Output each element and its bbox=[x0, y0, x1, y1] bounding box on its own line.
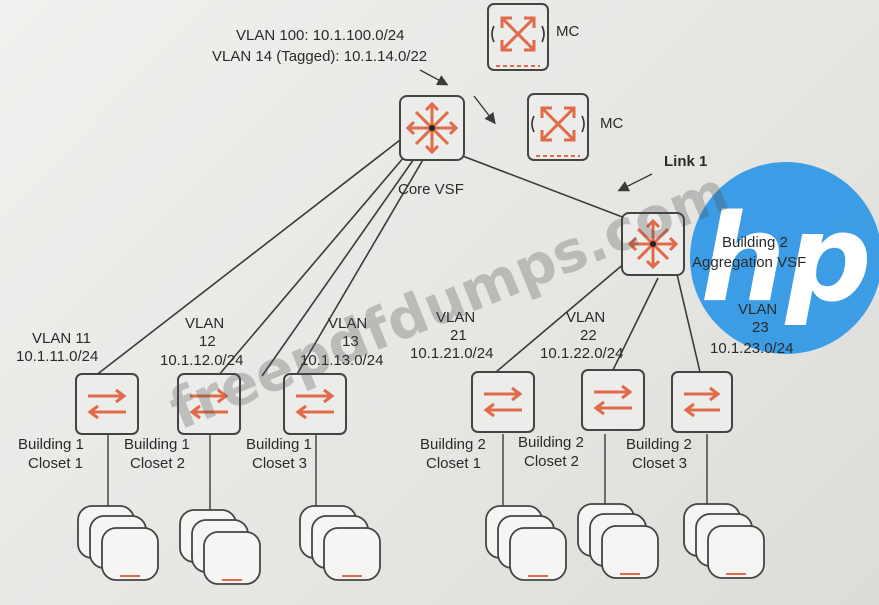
vlan-label-11-line1: VLAN 11 bbox=[32, 330, 91, 347]
ap-stack-b1c3 bbox=[299, 505, 381, 581]
link-core-b1c1 bbox=[94, 139, 401, 377]
aggregation-label-line2: Aggregation VSF bbox=[692, 254, 806, 271]
arrow-link1 bbox=[617, 173, 653, 192]
aggregation-label-line1: Building 2 bbox=[722, 234, 788, 251]
vlan-label-12-line1: VLAN bbox=[185, 315, 224, 332]
closet-label-b2c2-line1: Building 2 bbox=[518, 434, 584, 451]
hp-logo-text: hp bbox=[700, 190, 871, 329]
ap-stack-b2c3 bbox=[683, 503, 765, 579]
aggregation-vsf-router bbox=[621, 212, 685, 276]
switch-b2-closet3 bbox=[671, 371, 733, 433]
vlan-label-11-subnet: 10.1.11.0/24 bbox=[16, 348, 98, 365]
vlan-core-label-2: VLAN 14 (Tagged): 10.1.14.0/22 bbox=[212, 48, 427, 65]
vlan-label-12-subnet: 10.1.12.0/24 bbox=[160, 352, 243, 369]
closet-label-b2c1-line1: Building 2 bbox=[420, 436, 486, 453]
vlan-core-label-1: VLAN 100: 10.1.100.0/24 bbox=[236, 27, 404, 44]
mobility-controller-top bbox=[487, 3, 549, 71]
closet-label-b2c2-line2: Closet 2 bbox=[524, 453, 579, 470]
vlan-label-12-line2: 12 bbox=[199, 333, 216, 350]
hp-logo-icon: hp bbox=[690, 162, 879, 354]
link-core-b1c3a bbox=[261, 155, 417, 377]
vlan-label-23-subnet: 10.1.23.0/24 bbox=[710, 340, 793, 357]
closet-label-b1c3-line2: Closet 3 bbox=[252, 455, 307, 472]
arrow-core-mc bbox=[473, 95, 496, 125]
arrow-vlan-label bbox=[419, 69, 449, 86]
link-agg-b2c3 bbox=[675, 269, 701, 373]
link-agg-b2c1 bbox=[495, 261, 627, 373]
vlan-labels: VLAN 11 10.1.11.0/24 VLAN 12 10.1.12.0/2… bbox=[16, 301, 793, 369]
closet-label-b1c2-line1: Building 1 bbox=[124, 436, 190, 453]
access-point-stacks bbox=[77, 503, 765, 585]
watermark-text: freepdfdumps.com bbox=[161, 160, 737, 443]
core-vsf-router bbox=[399, 95, 465, 161]
vlan-label-22-line1: VLAN bbox=[566, 309, 605, 326]
vlan-label-13-subnet: 10.1.13.0/24 bbox=[300, 352, 383, 369]
ap-stack-b1c1 bbox=[77, 505, 159, 581]
vlan-label-13-line1: VLAN bbox=[328, 315, 367, 332]
switch-b1-closet3 bbox=[283, 373, 347, 435]
vlan-label-23-line2: 23 bbox=[752, 319, 769, 336]
vlan-label-21-line2: 21 bbox=[450, 327, 467, 344]
ap-stack-b2c2 bbox=[577, 503, 659, 579]
vlan-label-21-subnet: 10.1.21.0/24 bbox=[410, 345, 493, 362]
mc-label-top: MC bbox=[556, 23, 579, 40]
switch-b1-closet1 bbox=[75, 373, 139, 435]
closet-label-b1c1-line2: Closet 1 bbox=[28, 455, 83, 472]
closet-labels: Building 1 Closet 1 Building 1 Closet 2 … bbox=[18, 434, 692, 472]
switch-b2-closet2 bbox=[581, 369, 645, 431]
link1-label: Link 1 bbox=[664, 153, 707, 170]
core-vsf-label: Core VSF bbox=[398, 181, 464, 198]
closet-label-b1c1-line1: Building 1 bbox=[18, 436, 84, 453]
switch-b2-closet1 bbox=[471, 371, 535, 433]
mc-label-right: MC bbox=[600, 115, 623, 132]
link-core-b1c2 bbox=[217, 149, 411, 377]
switch-b1-closet2 bbox=[177, 373, 241, 435]
link-core-b1c3b bbox=[295, 157, 425, 377]
ap-stack-b1c2 bbox=[179, 509, 261, 585]
vlan-label-23-line1: VLAN bbox=[738, 301, 777, 318]
mobility-controller-right bbox=[527, 93, 589, 161]
network-links bbox=[94, 69, 708, 512]
ap-stack-b2c1 bbox=[485, 505, 567, 581]
closet-label-b2c3-line1: Building 2 bbox=[626, 436, 692, 453]
vlan-label-22-subnet: 10.1.22.0/24 bbox=[540, 345, 623, 362]
link-agg-b2c2 bbox=[611, 277, 659, 373]
closet-label-b1c3-line1: Building 1 bbox=[246, 436, 312, 453]
closet-label-b1c2-line2: Closet 2 bbox=[130, 455, 185, 472]
vlan-label-22-line2: 22 bbox=[580, 327, 597, 344]
vlan-label-21-line1: VLAN bbox=[436, 309, 475, 326]
closet-label-b2c1-line2: Closet 1 bbox=[426, 455, 481, 472]
closet-label-b2c3-line2: Closet 3 bbox=[632, 455, 687, 472]
vlan-label-13-line2: 13 bbox=[342, 333, 359, 350]
link-core-aggregation bbox=[459, 154, 626, 219]
